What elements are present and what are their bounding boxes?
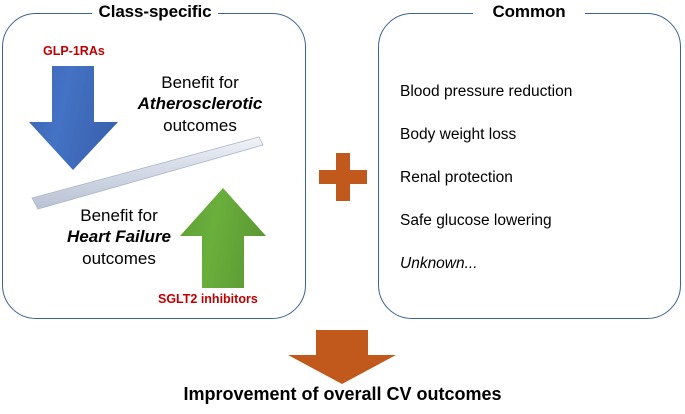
up-arrow-green-icon	[180, 188, 266, 288]
panel-left-title: Class-specific	[98, 2, 212, 21]
conclusion-text: Improvement of overall CV outcomes	[183, 384, 502, 404]
list-item: Renal protection	[400, 169, 513, 186]
panel-right-title-gap	[473, 9, 585, 17]
panel-left-title-gap	[92, 9, 218, 17]
benefit-heart-failure: Benefit for Heart Failure outcomes	[44, 205, 194, 269]
list-item: Unknown...	[400, 255, 478, 272]
benefit-athero-line3: outcomes	[163, 115, 237, 135]
panel-right-title: Common	[492, 2, 566, 21]
benefit-athero-emphasis: Atherosclerotic	[137, 94, 263, 114]
benefit-hf-emphasis: Heart Failure	[67, 227, 171, 247]
list-item: Blood pressure reduction	[400, 83, 573, 100]
plus-icon	[319, 153, 367, 201]
benefit-athero-line1: Benefit for	[161, 73, 239, 92]
drug-label-sglt2-inhibitors: SGLT2 inhibitors	[158, 292, 258, 306]
benefit-hf-line1: Benefit for	[80, 206, 158, 225]
drug-label-glp1ras: GLP-1RAs	[43, 44, 105, 58]
benefit-hf-line3: outcomes	[82, 248, 156, 268]
down-arrow-orange-icon	[288, 330, 396, 384]
list-item: Body weight loss	[400, 126, 517, 143]
down-arrow-blue-icon	[29, 66, 118, 170]
common-benefits-list: Blood pressure reduction Body weight los…	[400, 83, 665, 298]
list-item: Safe glucose lowering	[400, 212, 552, 229]
benefit-atherosclerotic: Benefit for Atherosclerotic outcomes	[120, 72, 280, 136]
seesaw-bar	[31, 136, 264, 210]
